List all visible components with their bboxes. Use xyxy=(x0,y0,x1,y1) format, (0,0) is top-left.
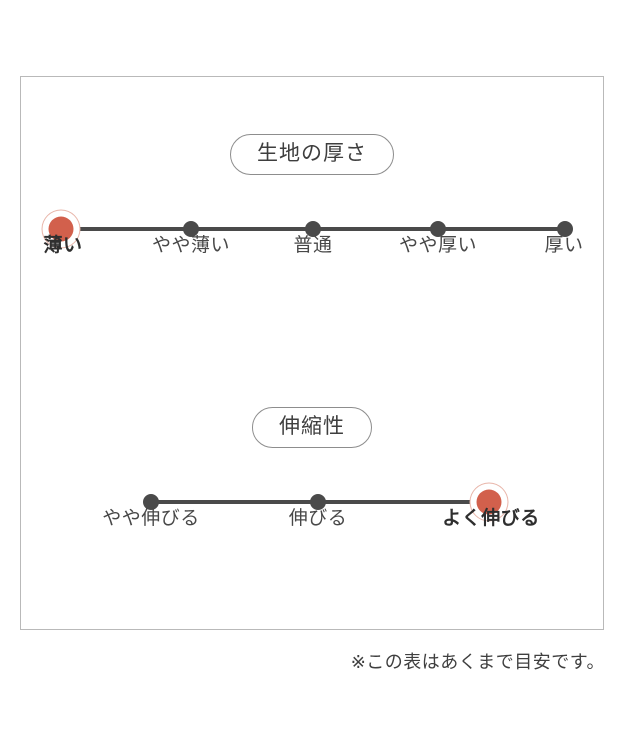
section-fabric-thickness: 生地の厚さ 薄い やや薄い 普通 やや厚い 厚い xyxy=(21,134,603,256)
scale-label-fabric-thickness-3: やや厚い xyxy=(398,235,478,256)
scale-node-fabric-thickness-0[interactable] xyxy=(48,216,74,242)
scale-label-stretchiness-0: やや伸びる xyxy=(102,508,200,529)
scale-label-stretchiness-1: 伸びる xyxy=(288,508,348,529)
section-heading-stretchiness: 伸縮性 xyxy=(252,407,372,448)
section-stretchiness: 伸縮性 やや伸びる 伸びる よく伸びる xyxy=(21,407,603,529)
scale-node-fabric-thickness-4[interactable] xyxy=(557,221,573,237)
scale-node-fabric-thickness-2[interactable] xyxy=(305,221,321,237)
scale-label-fabric-thickness-0: 薄い xyxy=(43,235,83,256)
scale-label-fabric-thickness-1: やや薄い xyxy=(151,235,231,256)
heading-row-stretchiness: 伸縮性 xyxy=(21,407,603,448)
scale-node-fabric-thickness-1[interactable] xyxy=(183,221,199,237)
scale-label-fabric-thickness-4: 厚い xyxy=(544,235,584,256)
scale-label-stretchiness-2: よく伸びる xyxy=(442,508,540,529)
spec-card: 生地の厚さ 薄い やや薄い 普通 やや厚い 厚い 伸縮性 xyxy=(20,76,604,630)
scale-node-fabric-thickness-3[interactable] xyxy=(430,221,446,237)
footnote-disclaimer: ※この表はあくまで目安です。 xyxy=(350,652,605,672)
scale-node-stretchiness-2[interactable] xyxy=(476,489,502,515)
scale-label-fabric-thickness-2: 普通 xyxy=(293,235,333,256)
section-heading-fabric-thickness: 生地の厚さ xyxy=(230,134,394,175)
scale-node-stretchiness-0[interactable] xyxy=(143,494,159,510)
scale-track-fabric-thickness xyxy=(21,209,603,249)
heading-row-fabric-thickness: 生地の厚さ xyxy=(21,134,603,175)
scale-node-stretchiness-1[interactable] xyxy=(310,494,326,510)
scale-track-stretchiness xyxy=(21,482,603,522)
